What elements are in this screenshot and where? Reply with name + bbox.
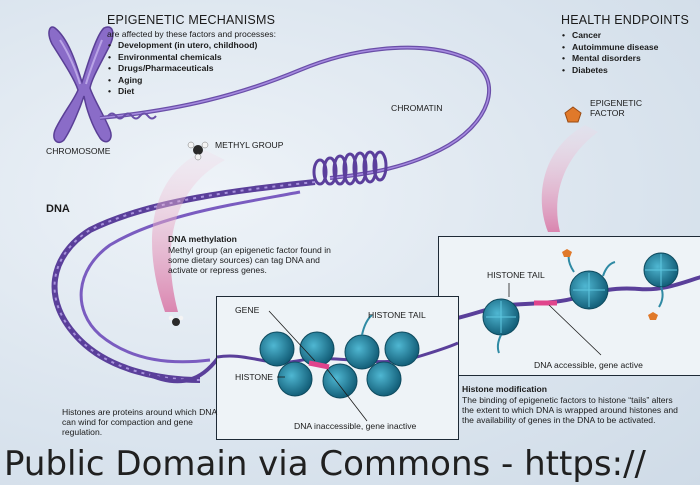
methyl-tag-on-dna (168, 315, 184, 326)
histones-note: Histones are proteins around which DNA c… (62, 407, 217, 438)
chromatin-coil (312, 150, 388, 186)
histone-accessible-1 (482, 298, 520, 354)
health-item: Cancer (562, 30, 658, 42)
chromatin-label: CHROMATIN (391, 103, 443, 113)
epigenetic-factor-icon (564, 106, 582, 123)
histone-tail-center-label: HISTONE TAIL (368, 310, 426, 320)
inaccessible-chromatin-art (216, 310, 459, 422)
chromosome-shape (48, 26, 114, 144)
factor-item: Development (in utero, childhood) (108, 40, 257, 52)
methylation-title: DNA methylation (168, 234, 237, 244)
methyl-group-label: METHYL GROUP (215, 140, 284, 150)
epigenetic-factor-label-1: EPIGENETIC (590, 98, 643, 108)
factor-item: Diet (108, 86, 257, 98)
chromosome-label: CHROMOSOME (46, 146, 111, 156)
epigenetic-subtitle: are affected by these factors and proces… (107, 29, 276, 39)
health-endpoints-list: Cancer Autoimmune disease Mental disorde… (561, 30, 658, 76)
dna-label: DNA (46, 203, 70, 215)
attribution-text: Public Domain via Commons - https:// (4, 448, 646, 484)
dna-inaccessible-label: DNA inaccessible, gene inactive (294, 421, 417, 431)
inaccessible-chromatin-panel (216, 296, 459, 440)
dna-accessible-label: DNA accessible, gene active (534, 360, 643, 370)
gene-label: GENE (235, 305, 260, 315)
histone-tail-right-label: HISTONE TAIL (487, 270, 545, 280)
histone-label: HISTONE (235, 372, 274, 382)
accessible-chromatin-panel (438, 236, 700, 376)
health-title: HEALTH ENDPOINTS (561, 13, 689, 27)
histone-accessible-2 (562, 249, 616, 310)
epigenetic-title: EPIGENETIC MECHANISMS (107, 13, 276, 27)
histone-cluster (259, 331, 420, 399)
methylation-arrow (152, 150, 225, 312)
histone-modification-body: The binding of epigenetic factors to his… (462, 395, 678, 426)
histone-accessible-3 (643, 252, 679, 320)
factor-item: Drugs/Pharmaceuticals (108, 63, 257, 75)
accessible-chromatin-art (438, 249, 700, 356)
health-item: Autoimmune disease (562, 42, 658, 54)
factor-item: Environmental chemicals (108, 52, 257, 64)
factor-item: Aging (108, 75, 257, 87)
histone-modification-title: Histone modification (462, 384, 547, 394)
health-item: Mental disorders (562, 53, 658, 65)
methylation-body: Methyl group (an epigenetic factor found… (168, 245, 331, 276)
epigenetic-factors-list: Development (in utero, childhood) Enviro… (107, 40, 257, 98)
health-item: Diabetes (562, 65, 658, 77)
methyl-group-icon (187, 141, 209, 161)
epigenetic-factor-label-2: FACTOR (590, 108, 625, 118)
attribution-watermark: Public Domain via Commons - https:// (0, 448, 700, 485)
factor-arrow (541, 125, 598, 232)
